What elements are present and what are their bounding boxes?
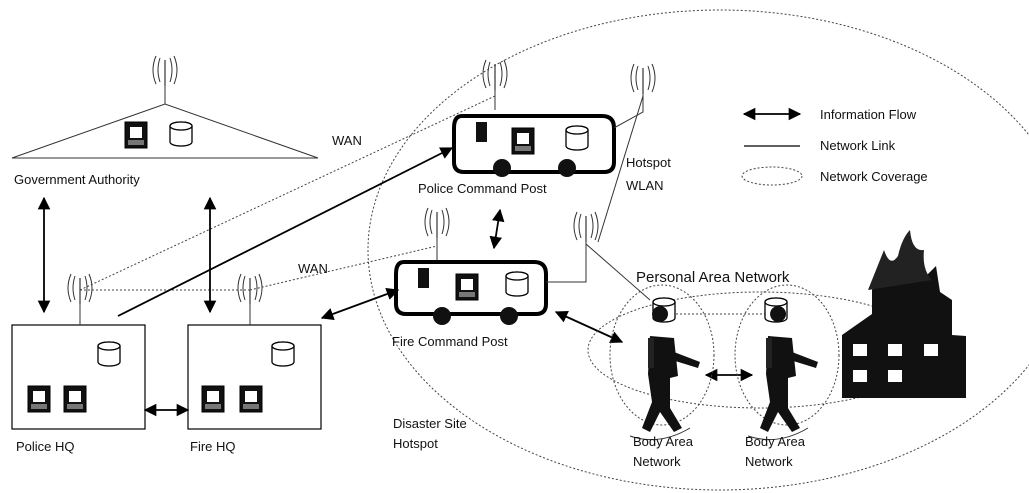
- ban-right-coverage: [734, 284, 840, 426]
- burning-building-icon: [842, 230, 966, 398]
- wan-link-fire: [249, 245, 438, 291]
- police-command-post-label: Police Command Post: [418, 181, 547, 196]
- fire-command-post-label: Fire Command Post: [392, 334, 508, 349]
- disaster-site-coverage: [367, 9, 1029, 491]
- ban-left-label-2: Network: [633, 454, 681, 469]
- firefighter-right: [747, 305, 819, 441]
- ban-right-label-2: Network: [745, 454, 793, 469]
- legend: Information Flow Network Link Network Co…: [741, 107, 928, 186]
- legend-network-coverage: Network Coverage: [820, 169, 928, 184]
- wan-label-top: WAN: [332, 133, 362, 148]
- police-hq-label: Police HQ: [16, 439, 75, 454]
- ban-right-label-1: Body Area: [745, 434, 806, 449]
- wan-link-police: [79, 95, 496, 291]
- wan-label-mid: WAN: [298, 261, 328, 276]
- disaster-site-label-1: Disaster Site: [393, 416, 467, 431]
- pan-label: Personal Area Network: [636, 269, 790, 286]
- ban-left-label-1: Body Area: [633, 434, 694, 449]
- legend-information-flow: Information Flow: [820, 107, 917, 122]
- arrow-hq-police-post: [117, 147, 454, 317]
- fire-command-post-node: [394, 207, 599, 325]
- government-authority-label: Government Authority: [14, 172, 140, 187]
- government-authority-node: [11, 55, 319, 159]
- police-hq-node: [11, 273, 146, 430]
- fire-hq-label: Fire HQ: [190, 439, 236, 454]
- firefighter-left: [629, 305, 701, 441]
- fire-hq-node: [187, 273, 322, 430]
- pan-antenna-link: [585, 243, 651, 301]
- hotspot-label-2: WLAN: [626, 178, 664, 193]
- arrow-police-fire-post: [489, 208, 505, 250]
- hotspot-label-1: Hotspot: [626, 155, 671, 170]
- legend-ellipse-icon: [741, 166, 803, 186]
- disaster-site-label-2: Hotspot: [393, 436, 438, 451]
- police-command-post-node: [452, 59, 656, 177]
- arrow-firepost-pan: [554, 310, 624, 344]
- arrow-firehq-firepost: [320, 288, 400, 320]
- ban-left-coverage: [609, 284, 715, 426]
- hotspot-link: [597, 95, 644, 243]
- legend-network-link: Network Link: [820, 138, 896, 153]
